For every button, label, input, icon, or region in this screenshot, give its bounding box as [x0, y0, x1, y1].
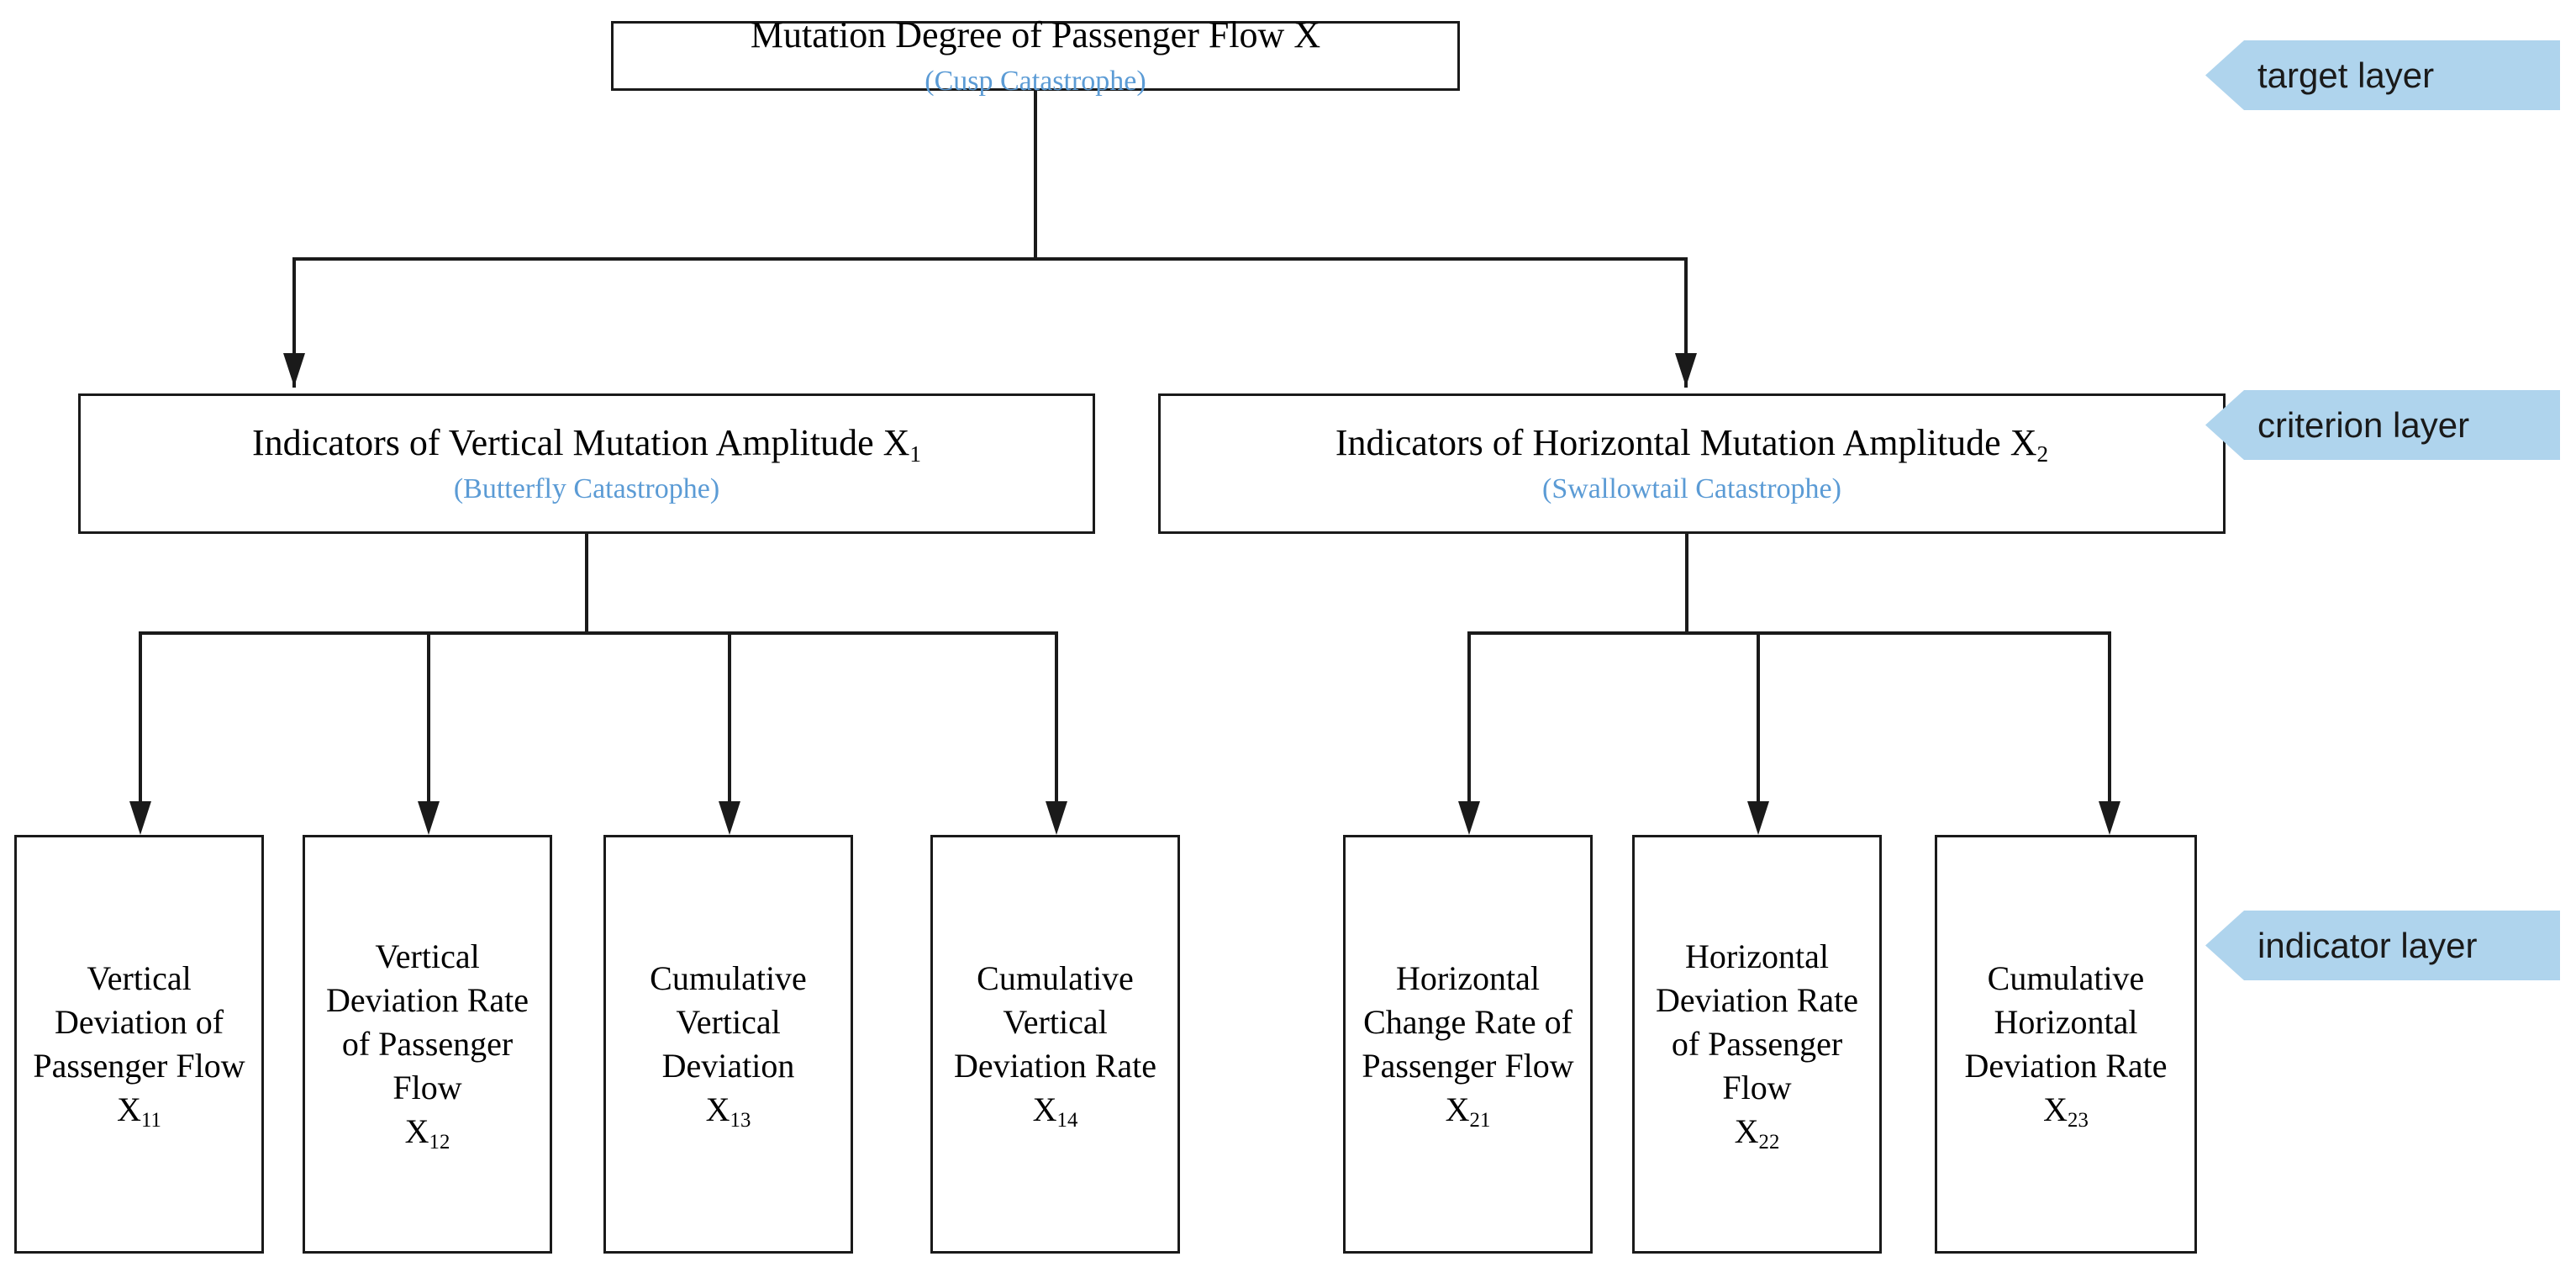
criterion-vertical-title-sub: 1	[909, 441, 922, 467]
target-node[interactable]: Mutation Degree of Passenger Flow X (Cus…	[611, 14, 1460, 97]
indicator-x13-text: Cumulative Vertical Deviation	[650, 959, 807, 1085]
indicator-x12-text: Vertical Deviation Rate of Passenger Flo…	[325, 937, 529, 1106]
layer-tag-criterion[interactable]: criterion layer	[2205, 390, 2560, 460]
indicator-node-x11-label: Vertical Deviation of Passenger Flow X11	[20, 957, 258, 1132]
connector-to-indicator-14	[1055, 631, 1058, 804]
indicator-node-x13-label: Cumulative Vertical Deviation X13	[609, 957, 847, 1132]
connector-criterion-2-down	[1685, 534, 1688, 635]
layer-tag-target[interactable]: target layer	[2205, 40, 2560, 110]
criterion-node-vertical-title: Indicators of Vertical Mutation Amplitud…	[251, 421, 921, 467]
indicator-x23-text: Cumulative Horizontal Deviation Rate	[1964, 959, 2168, 1085]
layer-tag-indicator-label: indicator layer	[2257, 925, 2478, 965]
indicator-node-x23-label: Cumulative Horizontal Deviation Rate X23	[1941, 957, 2191, 1132]
criterion-node-horizontal-subtitle: (Swallowtail Catastrophe)	[1542, 473, 1841, 505]
arrowhead-indicator-12	[418, 801, 440, 835]
target-node-title: Mutation Degree of Passenger Flow X	[750, 13, 1321, 55]
criterion-node-vertical[interactable]: Indicators of Vertical Mutation Amplitud…	[78, 393, 1095, 534]
arrowhead-criterion-2	[1675, 353, 1697, 387]
arrowhead-indicator-23	[2099, 801, 2120, 835]
arrowhead-indicator-22	[1747, 801, 1769, 835]
criterion-horizontal-title-sub: 2	[2036, 441, 2049, 467]
criterion-horizontal-title-main: Indicators of Horizontal Mutation Amplit…	[1335, 421, 2037, 463]
indicator-x23-code: X23	[2043, 1090, 2089, 1133]
connector-to-indicator-11	[139, 631, 142, 804]
connector-to-criterion-2	[1684, 257, 1688, 388]
indicator-x22-code: X22	[1734, 1112, 1780, 1154]
indicator-x21-text: Horizontal Change Rate of Passenger Flow	[1362, 959, 1574, 1085]
criterion-node-horizontal-title: Indicators of Horizontal Mutation Amplit…	[1335, 421, 2048, 467]
connector-to-indicator-12	[427, 631, 430, 804]
indicator-node-x12[interactable]: Vertical Deviation Rate of Passenger Flo…	[303, 835, 552, 1254]
connector-right-bus	[1467, 631, 2111, 635]
connector-to-indicator-22	[1757, 631, 1760, 804]
layer-tag-criterion-label: criterion layer	[2257, 404, 2470, 445]
indicator-x22-text: Horizontal Deviation Rate of Passenger F…	[1655, 937, 1859, 1106]
connector-to-indicator-21	[1467, 631, 1471, 804]
indicator-node-x22[interactable]: Horizontal Deviation Rate of Passenger F…	[1632, 835, 1882, 1254]
connector-target-down	[1034, 91, 1037, 259]
arrowhead-indicator-21	[1458, 801, 1480, 835]
criterion-node-vertical-subtitle: (Butterfly Catastrophe)	[453, 473, 720, 505]
indicator-x13-code: X13	[705, 1090, 751, 1133]
indicator-x14-text: Cumulative Vertical Deviation Rate	[953, 959, 1157, 1085]
indicator-node-x13[interactable]: Cumulative Vertical Deviation X13	[603, 835, 853, 1254]
indicator-node-x14[interactable]: Cumulative Vertical Deviation Rate X14	[930, 835, 1180, 1254]
criterion-vertical-title-main: Indicators of Vertical Mutation Amplitud…	[251, 421, 910, 463]
indicator-node-x21[interactable]: Horizontal Change Rate of Passenger Flow…	[1343, 835, 1593, 1254]
connector-to-criterion-1	[292, 257, 296, 388]
arrowhead-criterion-1	[283, 353, 305, 387]
layer-tag-indicator[interactable]: indicator layer	[2205, 911, 2560, 980]
arrowhead-indicator-11	[129, 801, 151, 835]
indicator-x11-text: Vertical Deviation of Passenger Flow	[33, 959, 245, 1085]
connector-target-bus	[292, 257, 1688, 261]
arrowhead-indicator-13	[719, 801, 740, 835]
connector-left-bus	[139, 631, 1055, 635]
indicator-x14-code: X14	[1032, 1090, 1078, 1133]
indicator-node-x23[interactable]: Cumulative Horizontal Deviation Rate X23	[1935, 835, 2197, 1254]
indicator-node-x11[interactable]: Vertical Deviation of Passenger Flow X11	[14, 835, 264, 1254]
indicator-node-x21-label: Horizontal Change Rate of Passenger Flow…	[1349, 957, 1587, 1132]
indicator-x11-code: X11	[117, 1090, 161, 1133]
connector-to-indicator-23	[2108, 631, 2111, 804]
indicator-node-x14-label: Cumulative Vertical Deviation Rate X14	[936, 957, 1174, 1132]
indicator-x21-code: X21	[1445, 1090, 1491, 1133]
connector-to-indicator-13	[728, 631, 731, 804]
indicator-x12-code: X12	[404, 1112, 450, 1154]
connector-criterion-1-down	[585, 534, 588, 635]
indicator-node-x22-label: Horizontal Deviation Rate of Passenger F…	[1638, 935, 1876, 1154]
layer-tag-target-label: target layer	[2257, 55, 2435, 95]
criterion-node-horizontal[interactable]: Indicators of Horizontal Mutation Amplit…	[1158, 393, 2226, 534]
arrowhead-indicator-14	[1046, 801, 1067, 835]
indicator-node-x12-label: Vertical Deviation Rate of Passenger Flo…	[308, 935, 546, 1154]
